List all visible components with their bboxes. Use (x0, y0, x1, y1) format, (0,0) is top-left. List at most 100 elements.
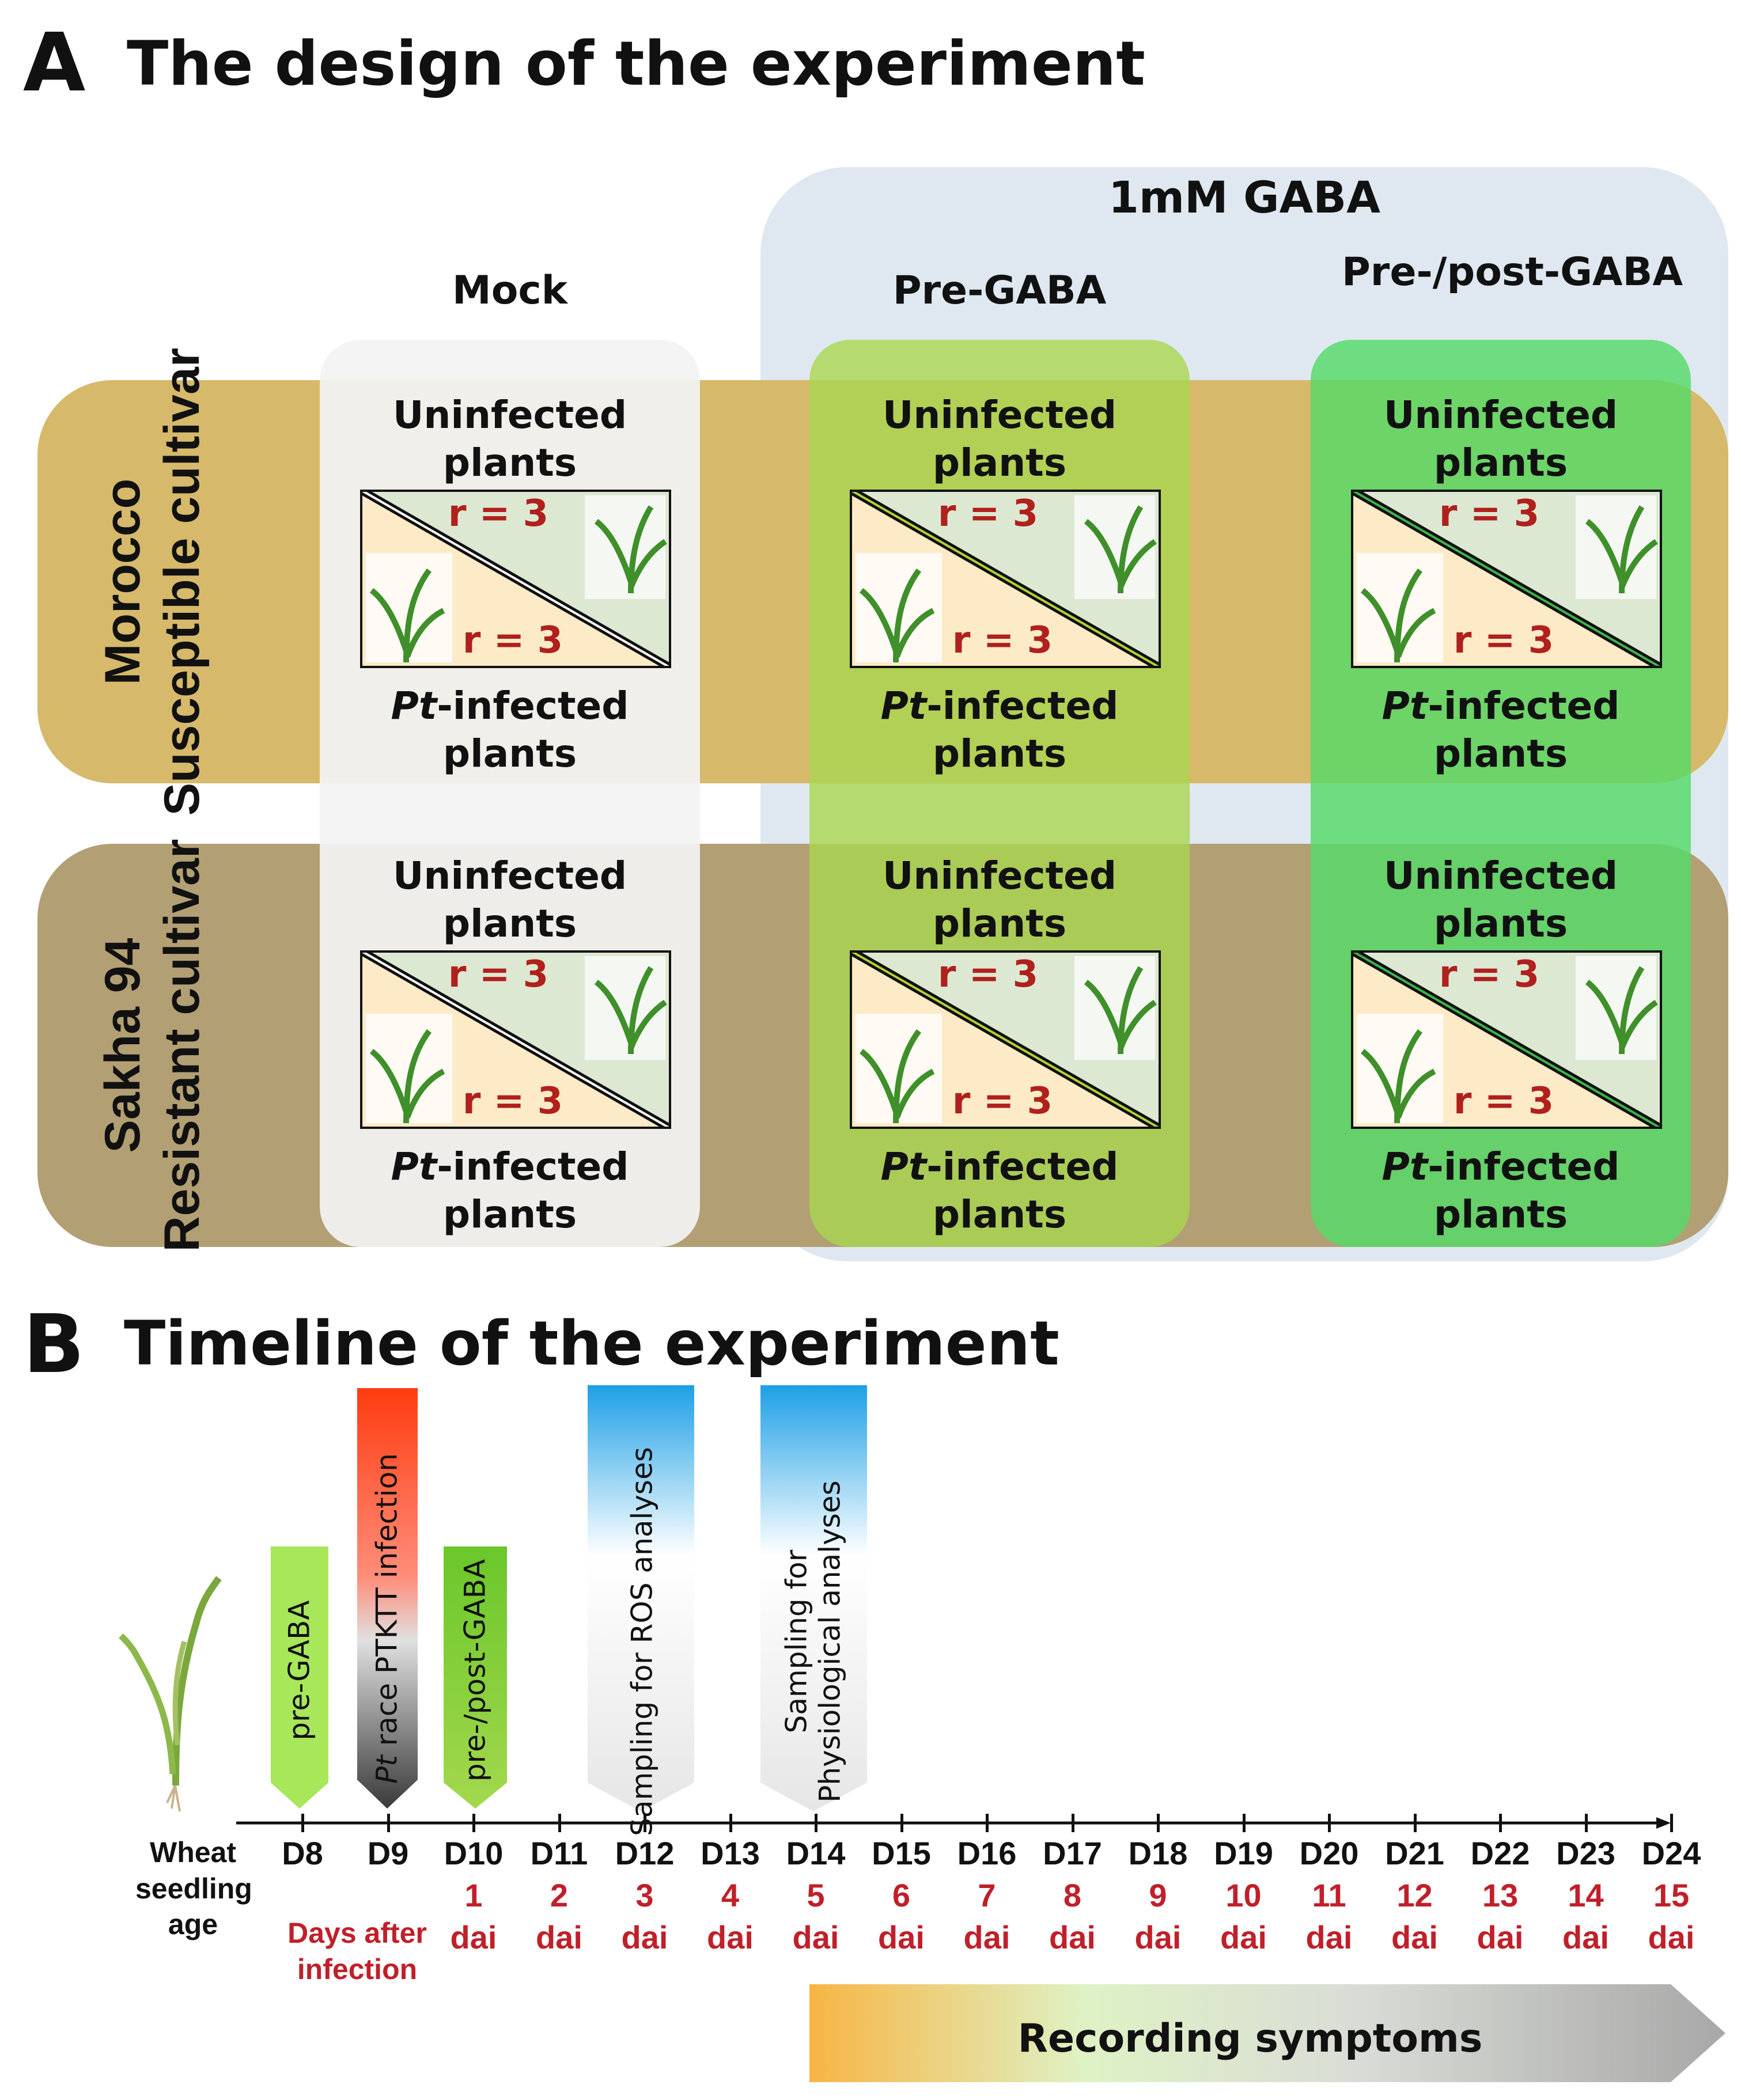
replicates-top: r = 3 (1439, 492, 1540, 535)
day-label: D9 (367, 1835, 409, 1871)
recording-symptoms-label: Recording symptoms (1017, 2016, 1483, 2061)
timeline-tick (472, 1814, 475, 1832)
timeline-tick (1670, 1814, 1673, 1832)
day-label: D24 (1641, 1835, 1701, 1871)
pre-gaba-arrow (271, 1546, 328, 1809)
recording-symptoms-arrow (809, 1984, 1725, 2082)
replicates-top: r = 3 (448, 492, 549, 535)
timeline-tick (387, 1814, 390, 1832)
replicates-top: r = 3 (1439, 953, 1540, 996)
replicate-diagram (360, 950, 671, 1129)
row-label-morocco: Morocco Susceptible cultivar (94, 347, 210, 816)
column-header-pre-post-gaba: Pre-/post-GABA (1341, 249, 1683, 295)
day-label: D11 (530, 1835, 588, 1871)
day-label: D15 (872, 1835, 931, 1871)
wheat-seedling-icon (119, 1576, 222, 1812)
gaba-group-label: 1mM GABA (1108, 172, 1381, 223)
ros-sampling-label: Sampling for ROS analyses (625, 1447, 659, 1836)
day-label: D12 (615, 1835, 675, 1871)
day-label: D13 (701, 1835, 760, 1871)
timeline-tick (815, 1814, 817, 1832)
replicates-bottom: r = 3 (462, 619, 563, 662)
pre-gaba-label: pre-GABA (282, 1600, 316, 1741)
replicates-top: r = 3 (448, 953, 549, 996)
timeline-tick (644, 1814, 646, 1832)
timeline-tick (729, 1814, 732, 1832)
physiological-sampling-label: Sampling for Physiological analyses (779, 1480, 847, 1803)
day-label: D8 (282, 1835, 323, 1871)
replicate-diagram (850, 950, 1161, 1129)
timeline-tick (986, 1814, 989, 1832)
replicates-bottom: r = 3 (952, 619, 1053, 662)
day-label: D10 (444, 1835, 504, 1871)
panel-a-title: The design of the experiment (127, 28, 1145, 99)
pt-infection-label: Pt race PTKTT infection (370, 1453, 404, 1784)
panel-b-title: Timeline of the experiment (124, 1308, 1059, 1379)
replicates-bottom: r = 3 (462, 1080, 563, 1123)
timeline-tick (1328, 1814, 1331, 1832)
timeline-tick (1499, 1814, 1502, 1832)
replicates-bottom: r = 3 (1453, 619, 1554, 662)
pre-post-gaba-label: pre-/post-GABA (458, 1559, 492, 1782)
replicate-diagram (850, 490, 1161, 668)
physiological-sampling-arrow (760, 1385, 867, 1811)
ros-sampling-arrow (588, 1385, 694, 1811)
timeline-tick (301, 1814, 304, 1832)
day-label: D14 (786, 1835, 846, 1871)
panel-a-letter: A (23, 16, 86, 110)
replicates-bottom: r = 3 (1453, 1080, 1554, 1123)
column-header-mock: Mock (452, 268, 567, 313)
event-arrows (271, 1385, 867, 1811)
replicate-diagram (360, 490, 671, 668)
timeline-tick (900, 1814, 903, 1832)
days-after-infection-label: Days after infection (287, 1917, 427, 1985)
replicates-top: r = 3 (937, 953, 1039, 996)
day-label: D17 (1043, 1835, 1102, 1871)
day-label: D16 (957, 1835, 1017, 1871)
replicate-diagram (1351, 950, 1662, 1129)
pt-infection-arrow (357, 1388, 418, 1809)
timeline-tick (1071, 1814, 1074, 1832)
timeline-tick (1242, 1814, 1246, 1832)
day-label: D21 (1385, 1835, 1444, 1871)
replicates-top: r = 3 (937, 492, 1039, 535)
timeline-tick (1157, 1814, 1160, 1832)
replicate-diagram (1351, 490, 1662, 668)
day-label: D22 (1470, 1835, 1530, 1871)
column-header-pre-gaba: Pre-GABA (892, 268, 1107, 313)
day-label: D19 (1214, 1835, 1273, 1871)
panel-b-letter: B (23, 1298, 85, 1392)
day-label: D18 (1128, 1835, 1188, 1871)
timeline-tick (1413, 1814, 1417, 1832)
timeline-tick (558, 1814, 561, 1832)
